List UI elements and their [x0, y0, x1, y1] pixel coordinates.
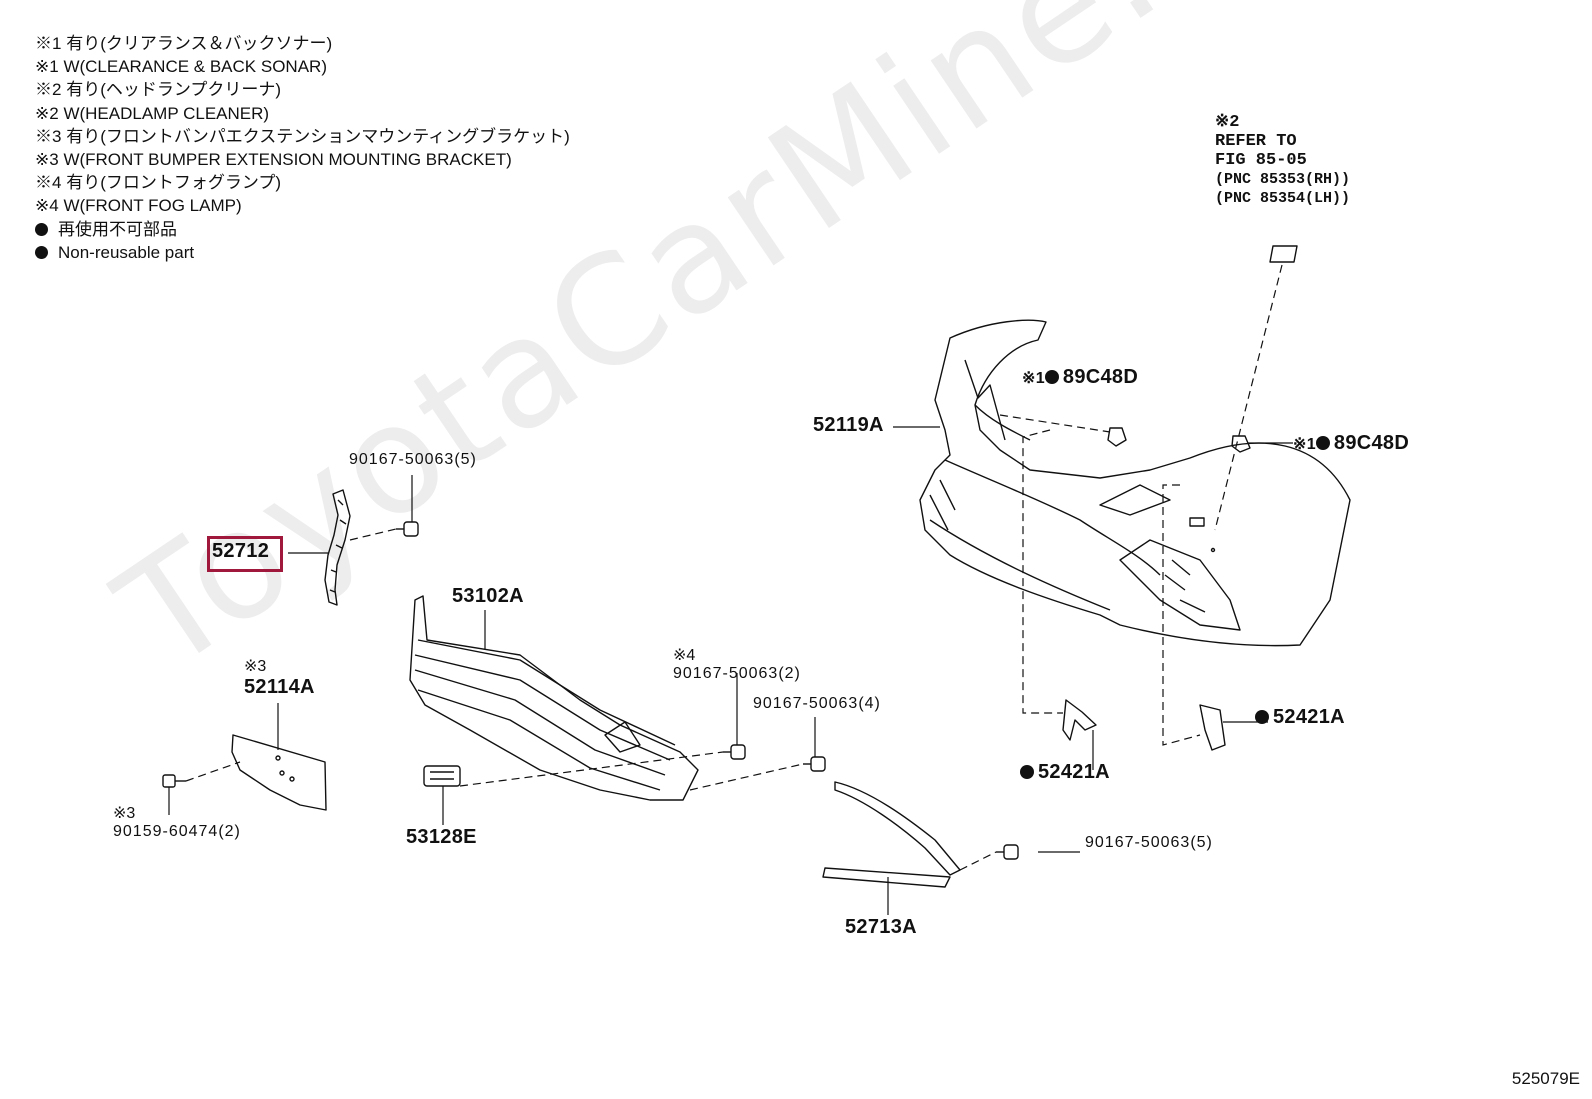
retainer-52421a-right [1199, 704, 1226, 751]
part-label-52712[interactable]: 52712 [212, 540, 270, 562]
sensor-89c48d-top [1107, 427, 1127, 447]
part-label-52713a[interactable]: 52713A [845, 916, 917, 938]
refer-note[interactable]: ※2 REFER TO FIG 85-05 (PNC 85353(RH)) (P… [1215, 113, 1350, 208]
non-reusable-dot-icon [1315, 436, 1330, 450]
legend-row: ※2 有り(ヘッドランプクリーナ) [35, 80, 282, 100]
part-label-52421a-left[interactable]: 52421A [1020, 761, 1110, 784]
bracket-52114a [231, 734, 327, 811]
refer-line: REFER TO [1215, 132, 1297, 151]
non-reusable-dot-icon [1020, 765, 1034, 779]
part-label-90167-right[interactable]: 90167-50063(5) [1085, 834, 1213, 851]
refer-mark: ※2 [1215, 113, 1240, 132]
figure-id: 525079E [1511, 1069, 1580, 1088]
sensor-89c48d-right [1231, 435, 1251, 453]
clip-90167-2 [723, 744, 746, 760]
headlamp-cleaner-cap [1269, 245, 1298, 263]
emblem-53128e [423, 765, 461, 787]
part-label-90167-4[interactable]: 90167-50063(4) [753, 695, 881, 712]
non-reusable-dot-icon [1044, 370, 1059, 384]
part-label-90167-2[interactable]: ※4 90167-50063(2) [673, 647, 801, 682]
part-label-52114a[interactable]: ※3 52114A [244, 658, 315, 698]
legend-row: ※4 W(FRONT FOG LAMP) [35, 196, 242, 216]
non-reusable-dot-icon [1255, 710, 1269, 724]
legend-row: ※4 有り(フロントフォグランプ) [35, 173, 282, 193]
legend: ※1 有り(クリアランス＆バックソナー) ※1 W(CLEARANCE & BA… [35, 32, 570, 264]
legend-row: ※3 有り(フロントバンパエクステンションマウンティングブラケット) [35, 126, 570, 146]
bracket-52712 [324, 489, 351, 606]
refer-line: (PNC 85353(RH)) [1215, 171, 1351, 188]
clip-90167-right [996, 844, 1019, 860]
front-bumper-cover [919, 319, 1351, 647]
non-reusable-dot-icon [35, 245, 48, 259]
part-label-53128e[interactable]: 53128E [406, 826, 477, 848]
radiator-grille-53102a [409, 595, 699, 801]
part-label-52119a[interactable]: 52119A [813, 414, 884, 436]
refer-line: FIG 85-05 [1215, 151, 1307, 170]
legend-row: ※1 W(CLEARANCE & BACK SONAR) [35, 57, 327, 77]
legend-row-nonreusable: 再使用不可部品 [35, 218, 570, 241]
legend-row: ※3 W(FRONT BUMPER EXTENSION MOUNTING BRA… [35, 150, 512, 170]
molding-52713a [822, 781, 961, 888]
retainer-52421a-left [1062, 699, 1097, 741]
legend-row: ※1 有り(クリアランス＆バックソナー) [35, 34, 333, 53]
part-label-53102a[interactable]: 53102A [452, 585, 524, 607]
part-label-90167-top[interactable]: 90167-50063(5) [349, 451, 477, 468]
clip-90167-top [396, 521, 419, 537]
refer-line: (PNC 85354(LH)) [1215, 190, 1351, 207]
non-reusable-dot-icon [35, 222, 48, 236]
highlight-box-52712 [207, 536, 283, 572]
screw-90159 [162, 774, 186, 788]
part-label-90159[interactable]: ※3 90159-60474(2) [113, 805, 241, 840]
clip-90167-4 [803, 756, 826, 772]
legend-row: ※2 W(HEADLAMP CLEANER) [35, 103, 270, 123]
part-label-52421a-right[interactable]: 52421A [1255, 706, 1345, 729]
legend-row-nonreusable: Non-reusable part [35, 241, 570, 264]
